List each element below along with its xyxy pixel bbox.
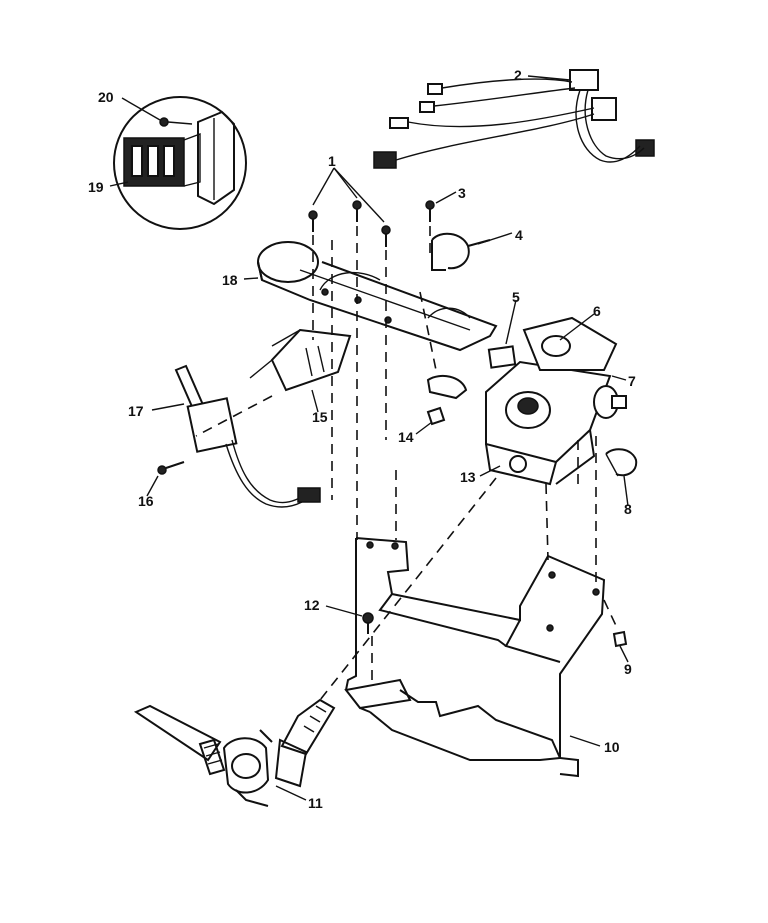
- label-part-4: 4: [515, 227, 523, 243]
- label-part-17: 17: [128, 403, 144, 419]
- nut-9: [612, 630, 628, 648]
- label-part-13: 13: [460, 469, 476, 485]
- label-part-11: 11: [308, 795, 323, 811]
- gas-valve-13: [485, 316, 638, 486]
- label-part-5: 5: [512, 289, 520, 305]
- label-part-14: 14: [398, 429, 414, 445]
- label-part-1: 1: [328, 153, 336, 169]
- burner-bracket-18: [257, 241, 498, 352]
- screws-1: [308, 200, 391, 247]
- bracket-10: [344, 537, 606, 778]
- shield-15: [249, 328, 352, 392]
- label-part-16: 16: [138, 493, 154, 509]
- screw-12: [362, 612, 374, 634]
- label-part-15: 15: [312, 409, 328, 425]
- label-part-6: 6: [593, 303, 601, 319]
- label-part-3: 3: [458, 185, 466, 201]
- label-part-10: 10: [604, 739, 620, 755]
- screw-3: [425, 200, 435, 222]
- detail-inset: [113, 96, 247, 230]
- clamp-4: [431, 232, 491, 271]
- label-part-18: 18: [222, 272, 238, 288]
- label-part-19: 19: [88, 179, 104, 195]
- label-part-12: 12: [304, 597, 320, 613]
- nut-14: [426, 374, 468, 426]
- wiring-harness: [373, 69, 655, 169]
- label-part-20: 20: [98, 89, 114, 105]
- label-part-7: 7: [628, 373, 636, 389]
- assembly-lines: [195, 226, 619, 701]
- label-part-2: 2: [514, 67, 522, 83]
- igniter-17: [157, 364, 321, 508]
- label-part-8: 8: [624, 501, 632, 517]
- orifice-assembly-11: [133, 698, 336, 807]
- leader-lines: [109, 75, 629, 801]
- label-part-9: 9: [624, 661, 632, 677]
- part-labels: 20 19 2 1 3 4 18 5 6 7 17 15 14 13 16 8 …: [88, 67, 636, 811]
